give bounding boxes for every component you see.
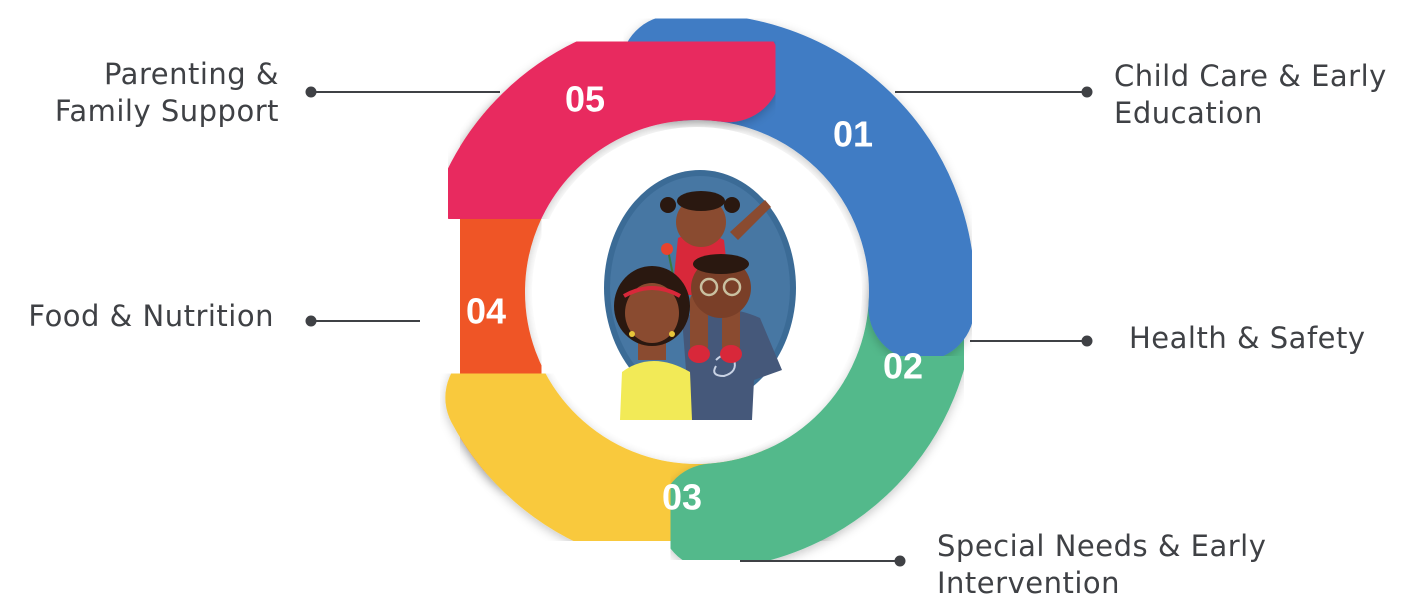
label-02: Health & Safety bbox=[1129, 321, 1366, 355]
label-01: Child Care & Early Education bbox=[1114, 59, 1387, 130]
label-03: Special Needs & Early Intervention bbox=[937, 529, 1267, 600]
connector-dot-02 bbox=[1081, 335, 1093, 347]
segment-number-01: 01 bbox=[833, 114, 873, 155]
segment-numbers: 01 02 03 04 05 bbox=[466, 79, 923, 518]
segment-number-02: 02 bbox=[883, 346, 923, 387]
connector-dot-01 bbox=[1081, 86, 1093, 98]
label-05: Parenting & Family Support bbox=[54, 57, 279, 128]
segment-number-04: 04 bbox=[466, 291, 506, 332]
segment-number-03: 03 bbox=[662, 477, 702, 518]
connectors bbox=[305, 86, 1093, 567]
ring-segment-05 bbox=[441, 14, 782, 247]
segment-number-05: 05 bbox=[565, 79, 605, 120]
label-04: Food & Nutrition bbox=[28, 299, 274, 333]
connector-dot-03 bbox=[894, 555, 906, 567]
ring bbox=[419, 14, 975, 570]
connector-dot-05 bbox=[305, 86, 317, 98]
family-illustration bbox=[604, 170, 796, 420]
connector-dot-04 bbox=[305, 315, 317, 327]
